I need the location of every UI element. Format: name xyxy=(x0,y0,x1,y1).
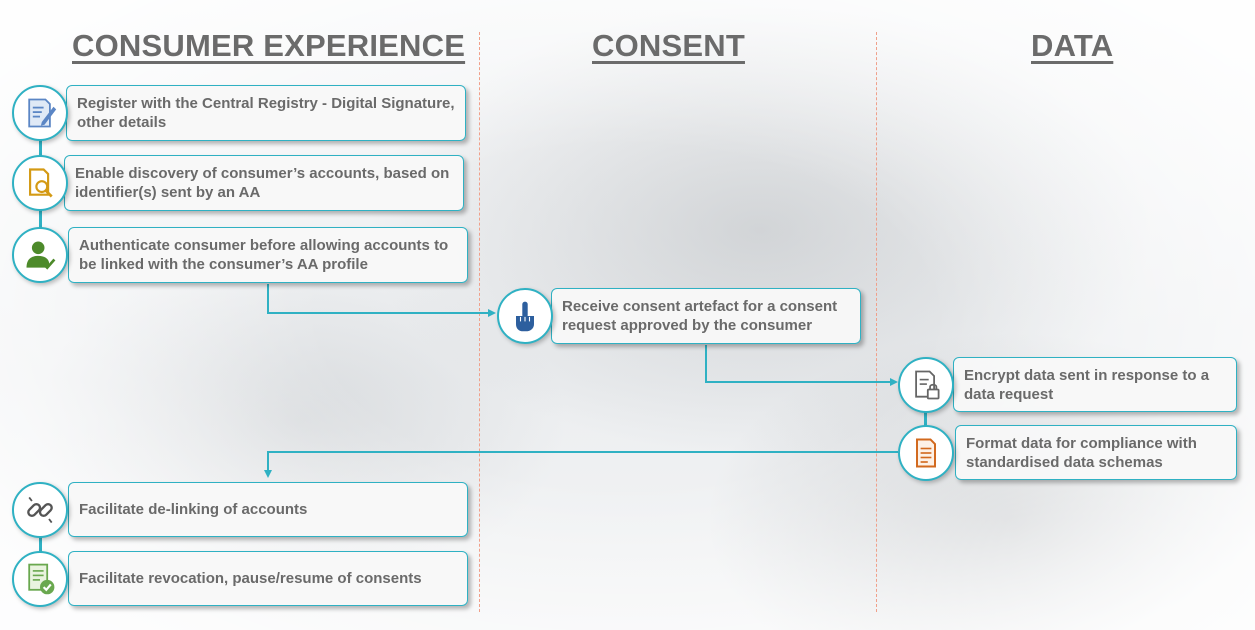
step-delinking-accounts-text: Facilitate de-linking of accounts xyxy=(79,501,308,518)
arrow-to-consent xyxy=(267,284,496,317)
step-authenticate-consumer: Authenticate consumer before allowing ac… xyxy=(68,227,468,283)
encrypted-document-icon xyxy=(898,357,954,413)
header-data: DATA xyxy=(1031,28,1114,63)
column-divider-2 xyxy=(876,32,877,612)
arrow-to-data xyxy=(705,345,898,386)
step-enable-discovery-text: Enable discovery of consumer’s accounts,… xyxy=(75,165,450,201)
step-format-data: Format data for compliance with standard… xyxy=(955,425,1237,480)
checklist-approved-icon xyxy=(12,551,68,607)
user-check-icon xyxy=(12,227,68,283)
signature-document-icon xyxy=(12,85,68,141)
connector-data-1-2 xyxy=(924,408,927,430)
step-receive-consent-text: Receive consent artefact for a consent r… xyxy=(562,298,838,334)
step-receive-consent: Receive consent artefact for a consent r… xyxy=(551,288,861,344)
document-search-icon xyxy=(12,155,68,211)
header-consumer-experience: CONSUMER EXPERIENCE xyxy=(72,28,466,63)
step-delinking-accounts: Facilitate de-linking of accounts xyxy=(68,482,468,537)
data-schema-document-icon xyxy=(898,425,954,481)
broken-link-icon xyxy=(12,482,68,538)
connector-4-5 xyxy=(39,536,42,556)
step-register-registry: Register with the Central Registry - Dig… xyxy=(66,85,466,141)
step-encrypt-data: Encrypt data sent in response to a data … xyxy=(953,357,1237,412)
step-encrypt-data-text: Encrypt data sent in response to a data … xyxy=(964,366,1210,403)
step-enable-discovery: Enable discovery of consumer’s accounts,… xyxy=(64,155,464,211)
arrow-to-delinking xyxy=(264,451,898,478)
step-revocation-consents: Facilitate revocation, pause/resume of c… xyxy=(68,551,468,606)
connector-1-2 xyxy=(39,138,42,160)
column-divider-1 xyxy=(479,32,480,612)
pointing-hand-icon xyxy=(497,288,553,344)
step-register-registry-text: Register with the Central Registry - Dig… xyxy=(77,95,455,131)
header-consent: CONSENT xyxy=(592,28,745,63)
connector-2-3 xyxy=(39,207,42,231)
step-authenticate-consumer-text: Authenticate consumer before allowing ac… xyxy=(79,237,449,273)
step-format-data-text: Format data for compliance with standard… xyxy=(966,434,1197,471)
step-revocation-consents-text: Facilitate revocation, pause/resume of c… xyxy=(79,570,422,587)
